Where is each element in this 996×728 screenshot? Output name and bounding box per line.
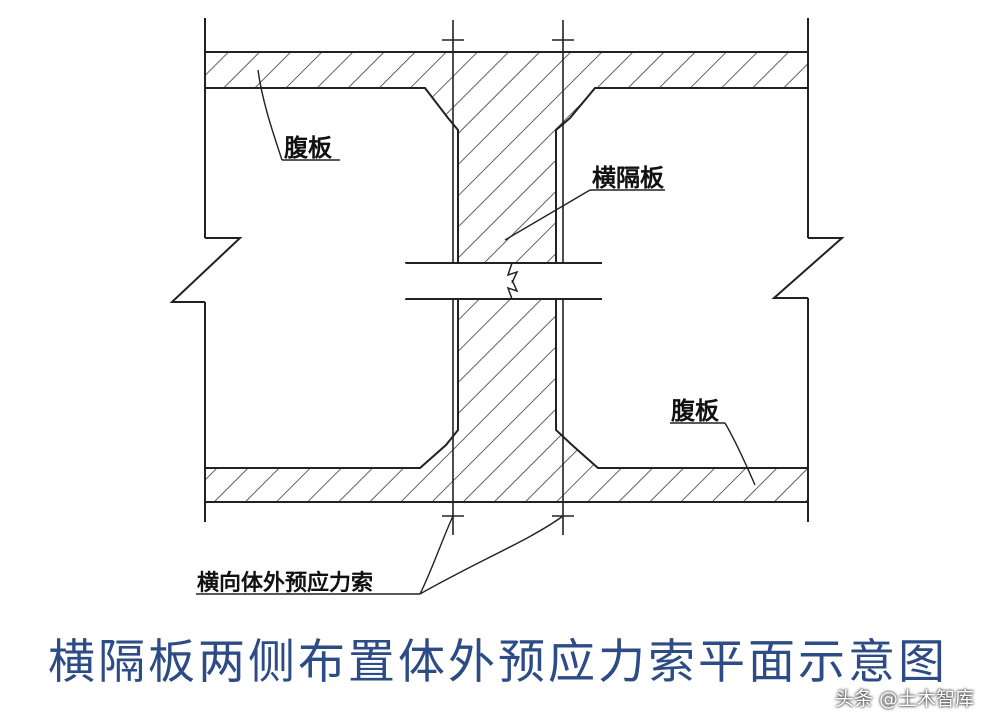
label-web-bottom: 腹板 <box>671 397 720 425</box>
watermark: 头条 @土木智库 <box>834 688 974 710</box>
label-web-top: 腹板 <box>284 134 333 162</box>
label-diaphragm: 横隔板 <box>592 164 665 192</box>
leader-lines <box>196 69 756 595</box>
external-tendons <box>442 20 574 535</box>
label-tendon: 横向体外预应力索 <box>197 570 373 596</box>
figure-caption: 横隔板两侧布置体外预应力索平面示意图 <box>48 635 948 690</box>
break-gap <box>404 262 602 300</box>
bottom-flange <box>204 419 809 503</box>
top-flange <box>204 51 809 139</box>
